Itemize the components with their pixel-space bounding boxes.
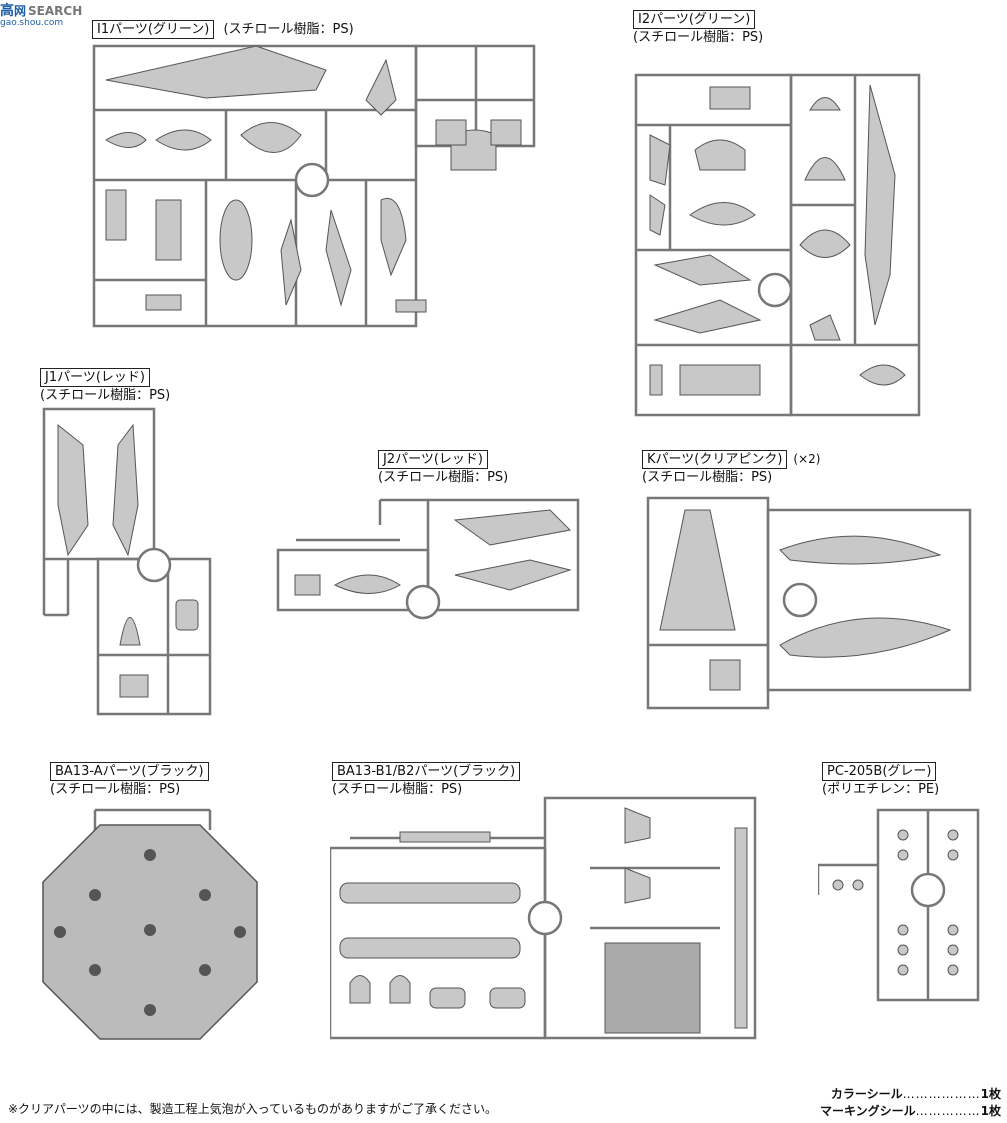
sprue-j1-diagram	[38, 405, 218, 720]
sprue-pc-diagram	[818, 805, 983, 1005]
sprue-ba13a-diagram	[35, 805, 265, 1055]
sprue-label-j2: J2パーツ(レッド) (スチロール樹脂：PS)	[378, 450, 509, 485]
sprue-ba13b-diagram	[330, 788, 770, 1058]
sprue-label-pc: PC-205B(グレー) (ポリエチレン：PE)	[822, 762, 940, 797]
sprue-label-ba13b: BA13-B1/B2パーツ(ブラック) (スチロール樹脂：PS)	[332, 760, 521, 799]
sprue-j2-diagram	[270, 490, 590, 625]
sprue-k-diagram	[640, 490, 975, 712]
sprue-label-i2: I2パーツ(グリーン) (スチロール樹脂：PS)	[633, 10, 764, 45]
marking-seal-line: マーキングシール……………1枚	[819, 1104, 1001, 1118]
sprue-label-ba13a: BA13-Aパーツ(ブラック) (スチロール樹脂：PS)	[50, 760, 209, 799]
sprue-i1-diagram	[86, 40, 546, 340]
sprue-label-k: Kパーツ(クリアピンク)(×2) (スチロール樹脂：PS)	[642, 450, 821, 485]
sprue-label-i1: I1パーツ(グリーン) (スチロール樹脂：PS)	[92, 18, 354, 39]
sprue-i2-diagram	[630, 55, 930, 425]
color-seal-line: カラーシール………………1枚	[830, 1087, 1001, 1101]
sprue-label-j1: J1パーツ(レッド) (スチロール樹脂：PS)	[40, 368, 171, 403]
clear-parts-note: ※クリアパーツの中には、製造工程上気泡が入っているものがありますがご了承ください…	[8, 1102, 497, 1116]
